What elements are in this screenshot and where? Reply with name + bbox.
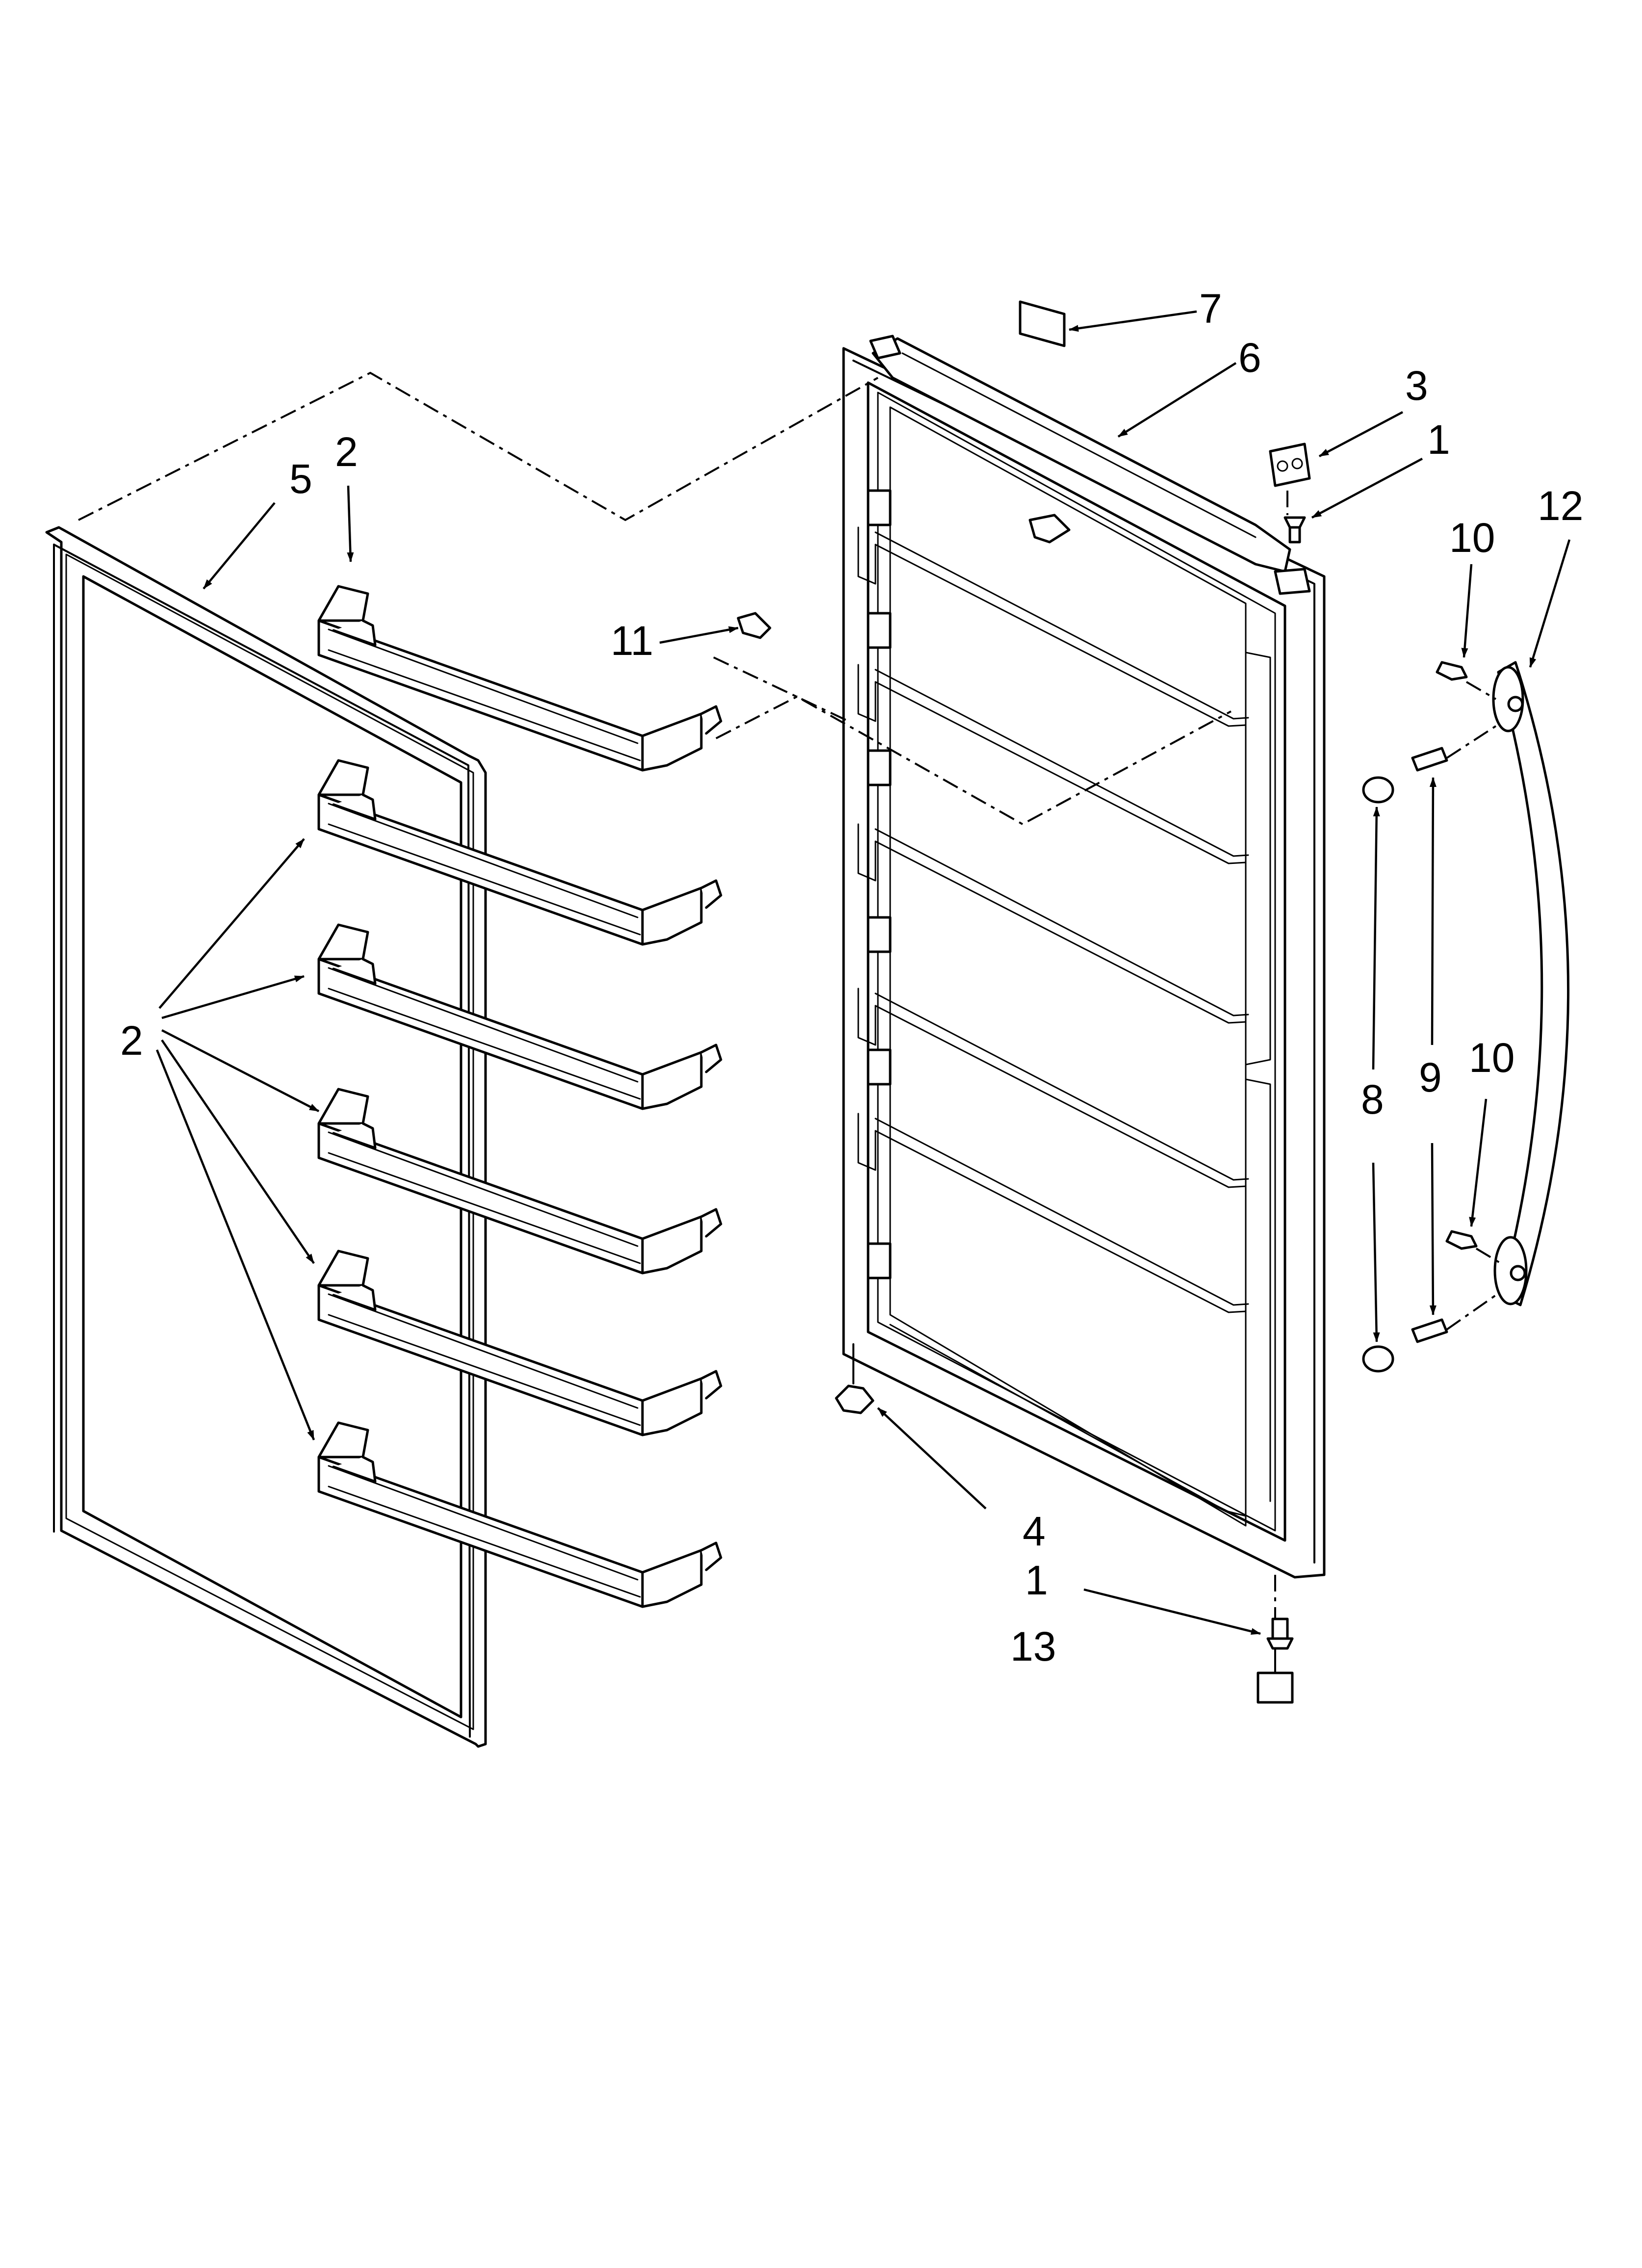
part-11-cover — [737, 612, 771, 639]
callout-6: 6 — [1238, 335, 1261, 381]
callout-5: 5 — [289, 456, 312, 502]
callout-labels: 7 6 3 1 10 12 2 5 11 2 8 9 10 4 1 13 — [120, 286, 1583, 1669]
callout-7: 7 — [1199, 286, 1222, 332]
part-8-bottom-spacer — [1362, 1345, 1394, 1373]
part-3-top-hinge — [1269, 443, 1311, 487]
leader-lines — [155, 310, 1571, 1635]
callout-8: 8 — [1361, 1076, 1384, 1122]
part-8-top-spacer — [1362, 776, 1394, 804]
callout-10-top: 10 — [1449, 515, 1495, 561]
part-9-top-screw — [1411, 747, 1448, 772]
callout-13: 13 — [1010, 1623, 1056, 1669]
part-13-bottom-hinge — [1257, 1647, 1294, 1704]
freezer-door — [842, 347, 1326, 1579]
part-7-label — [1019, 300, 1066, 347]
callout-11: 11 — [611, 618, 653, 664]
callout-1-top: 1 — [1427, 417, 1450, 463]
callout-2-group: 2 — [120, 1017, 143, 1064]
part-1-bottom-bushing — [1266, 1617, 1294, 1650]
callout-3: 3 — [1405, 363, 1428, 409]
assembly-lines — [78, 371, 1502, 1619]
part-4-door-stop — [835, 1343, 874, 1414]
callout-1-bottom: 1 — [1025, 1557, 1048, 1603]
part-10-top-screw — [1436, 661, 1468, 681]
part-1-top-bushing — [1283, 516, 1306, 544]
part-10-bottom-screw — [1445, 1230, 1478, 1250]
part-9-bottom-screw — [1411, 1318, 1448, 1343]
door-handle — [1492, 661, 1570, 1306]
callout-10-bottom: 10 — [1469, 1035, 1514, 1081]
door-top-trim — [872, 337, 1291, 573]
callout-2-top: 2 — [335, 429, 358, 475]
callout-9: 9 — [1419, 1054, 1442, 1100]
callout-4: 4 — [1023, 1508, 1046, 1554]
callout-12: 12 — [1538, 483, 1583, 529]
door-gasket — [45, 526, 487, 1748]
door-hinge-block-top — [869, 335, 1311, 595]
